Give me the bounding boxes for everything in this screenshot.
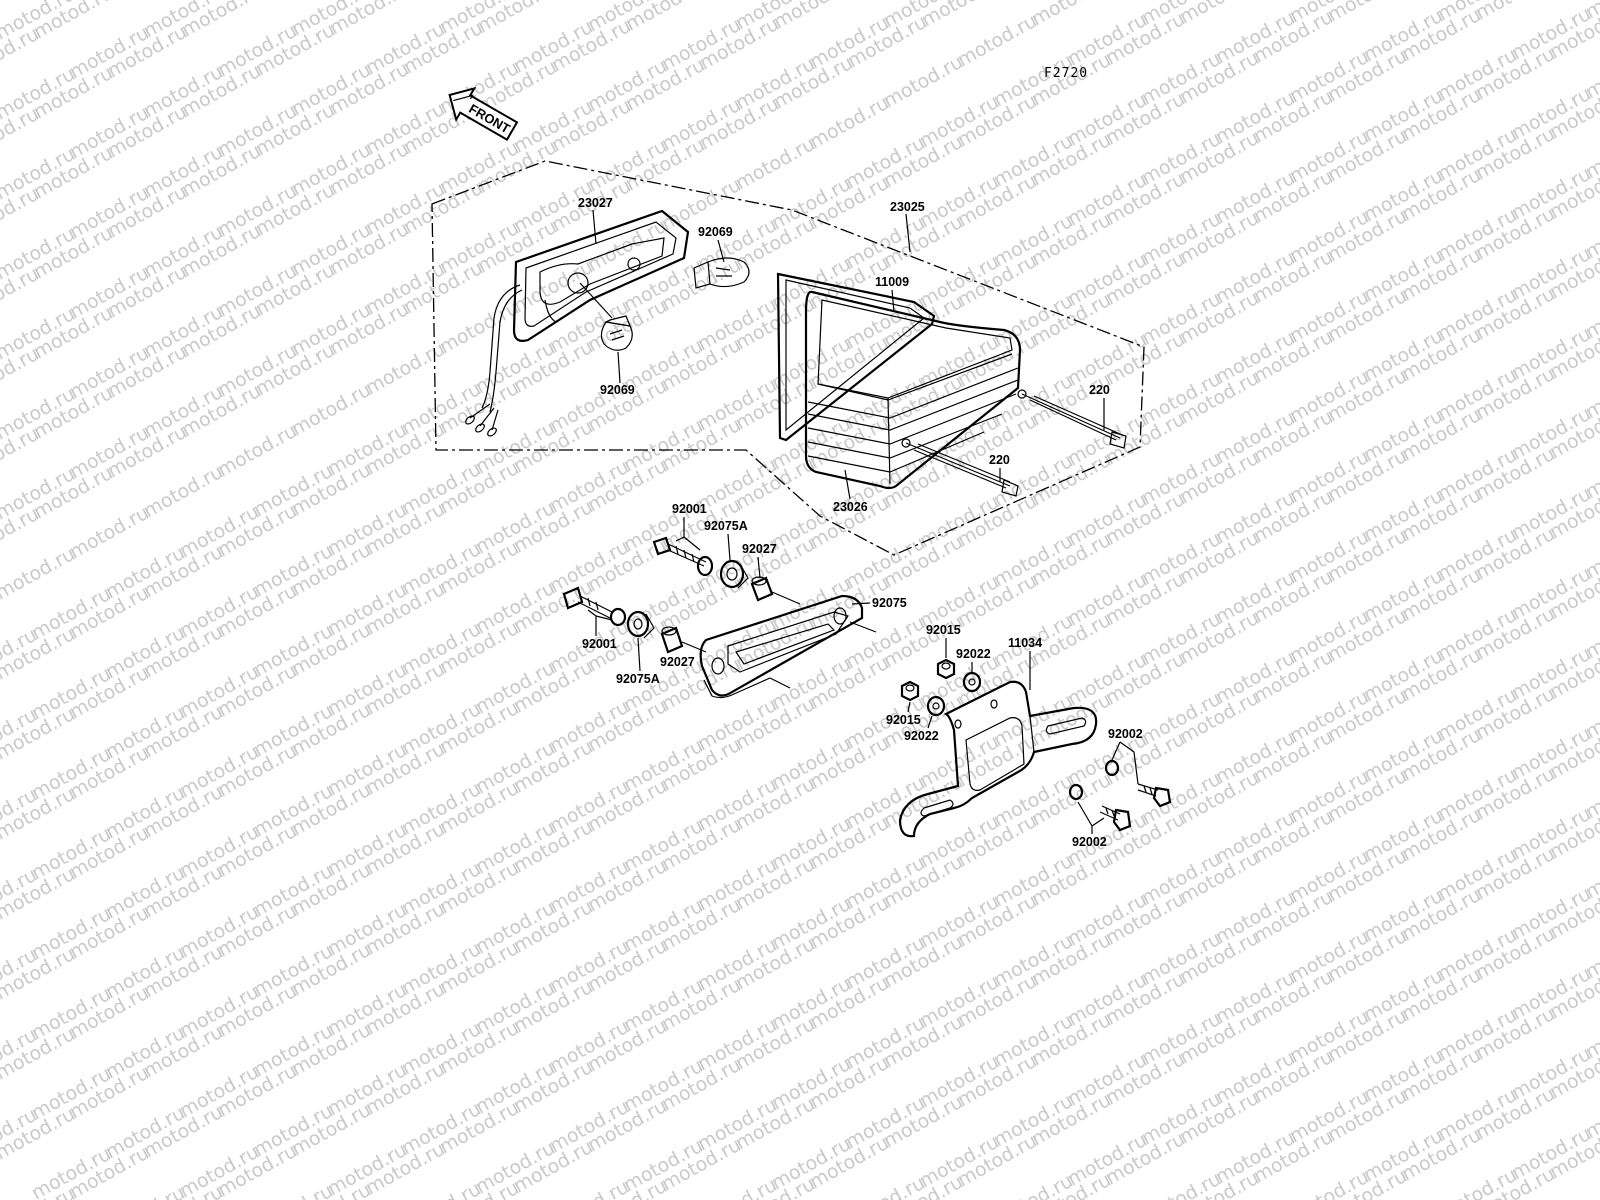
washer-92022-upper <box>962 671 982 693</box>
screw-220-upper <box>1021 393 1127 449</box>
leader-23027 <box>592 209 597 245</box>
label-23025: 23025 <box>890 200 925 214</box>
leader-92075A-top <box>727 533 731 561</box>
leader-11009 <box>891 289 895 313</box>
leader-92001-bottom <box>587 609 613 636</box>
watermark-text: motod.ru <box>1176 0 1263 28</box>
leader-92075 <box>851 602 871 605</box>
watermark-text: motod.ru <box>732 133 819 195</box>
washer-92001-upper <box>696 555 714 577</box>
label-92015-bottom: 92015 <box>886 713 921 727</box>
label-11034: 11034 <box>1008 636 1042 650</box>
leader-92027-top <box>757 556 761 579</box>
label-92075: 92075 <box>872 596 907 610</box>
label-92001-bottom: 92001 <box>582 637 617 651</box>
watermark-text: motod.ru <box>436 297 523 359</box>
screw-220-lower <box>905 442 1019 497</box>
watermark-text: motod.ru <box>362 338 449 400</box>
collar-92027-lower <box>660 626 684 654</box>
leader-92069-bottom <box>617 351 621 384</box>
lens-23026 <box>804 290 1027 490</box>
base-gasket-92075 <box>699 594 877 699</box>
bulb-92069-lower <box>600 315 633 351</box>
watermark-text: motod.ru <box>398 1178 485 1200</box>
watermark-text: motod.ru <box>140 461 227 523</box>
label-23026: 23026 <box>833 500 868 514</box>
washer-92002-lower <box>1068 783 1084 801</box>
label-92022-bottom: 92022 <box>904 729 939 743</box>
lamp-housing-23027 <box>465 209 690 437</box>
label-92002-bottom: 92002 <box>1072 835 1107 849</box>
label-220-top: 220 <box>1089 383 1110 397</box>
bolt-92002-upper <box>1137 783 1172 808</box>
nut-92015-lower <box>900 680 920 702</box>
bolt-92001-lower <box>562 586 613 619</box>
watermark-text: motod.ru <box>0 0 5 5</box>
watermark-text: motod.ru <box>0 543 79 605</box>
leader-92022-bottom <box>927 715 933 729</box>
leader-92069-top <box>717 239 725 263</box>
label-92075A-bottom: 92075A <box>616 672 660 686</box>
label-92069-bottom: 92069 <box>600 383 635 397</box>
watermark-text: motod.ru <box>1472 0 1559 24</box>
label-11009: 11009 <box>875 275 909 289</box>
leader-92001-top <box>675 517 701 551</box>
watermark-text: motod.ru <box>880 51 967 113</box>
leader-92002-bottom <box>1077 801 1105 834</box>
label-220-bottom: 220 <box>989 453 1010 467</box>
watermark-text: motod.ru <box>288 379 375 441</box>
bulb-92069-upper <box>693 257 750 289</box>
label-92001-top: 92001 <box>672 502 707 516</box>
leader-bulb-socket <box>579 282 613 319</box>
leader-92015-bottom <box>907 701 911 713</box>
leader-23025 <box>905 213 911 253</box>
license-bracket-11034 <box>898 680 1098 838</box>
watermark-text: motod.ru <box>66 502 153 564</box>
washer-92002-upper <box>1104 759 1120 777</box>
watermark-text: motod.ru <box>918 0 1005 31</box>
label-92027-bottom: 92027 <box>660 655 695 669</box>
figure-code: F2720 <box>1044 66 1088 81</box>
grommet-92075A-upper <box>719 559 749 589</box>
label-92027-top: 92027 <box>742 542 777 556</box>
washer-92022-lower <box>926 695 946 717</box>
bolt-92002-lower <box>1099 805 1132 832</box>
nut-92015-upper <box>936 658 956 680</box>
leader-23026 <box>844 469 851 500</box>
label-92022-top: 92022 <box>956 647 991 661</box>
label-92002-top: 92002 <box>1108 727 1143 741</box>
leader-collar-upper-to-gasket <box>771 591 801 605</box>
watermark-text: motod.ru <box>954 10 1041 72</box>
assembly-23025-outline <box>431 160 1145 556</box>
watermark-text: motod.ru <box>806 92 893 154</box>
collar-92027-upper <box>750 576 774 602</box>
label-23027: 23027 <box>578 196 613 210</box>
leader-92075A-bottom <box>637 637 641 672</box>
label-92015-top: 92015 <box>926 623 961 637</box>
label-92069-top: 92069 <box>698 225 733 239</box>
leader-collar-to-gasket <box>681 641 707 653</box>
washer-92001-lower <box>609 607 627 627</box>
leader-92002-top <box>1111 741 1139 785</box>
grommet-92075A-lower <box>626 610 655 639</box>
label-92075A-top: 92075A <box>704 519 748 533</box>
watermark-text: motod.ru <box>1324 0 1411 26</box>
watermark-text: motod.ru <box>214 420 301 482</box>
watermark-text: motod.ru <box>1028 0 1115 30</box>
